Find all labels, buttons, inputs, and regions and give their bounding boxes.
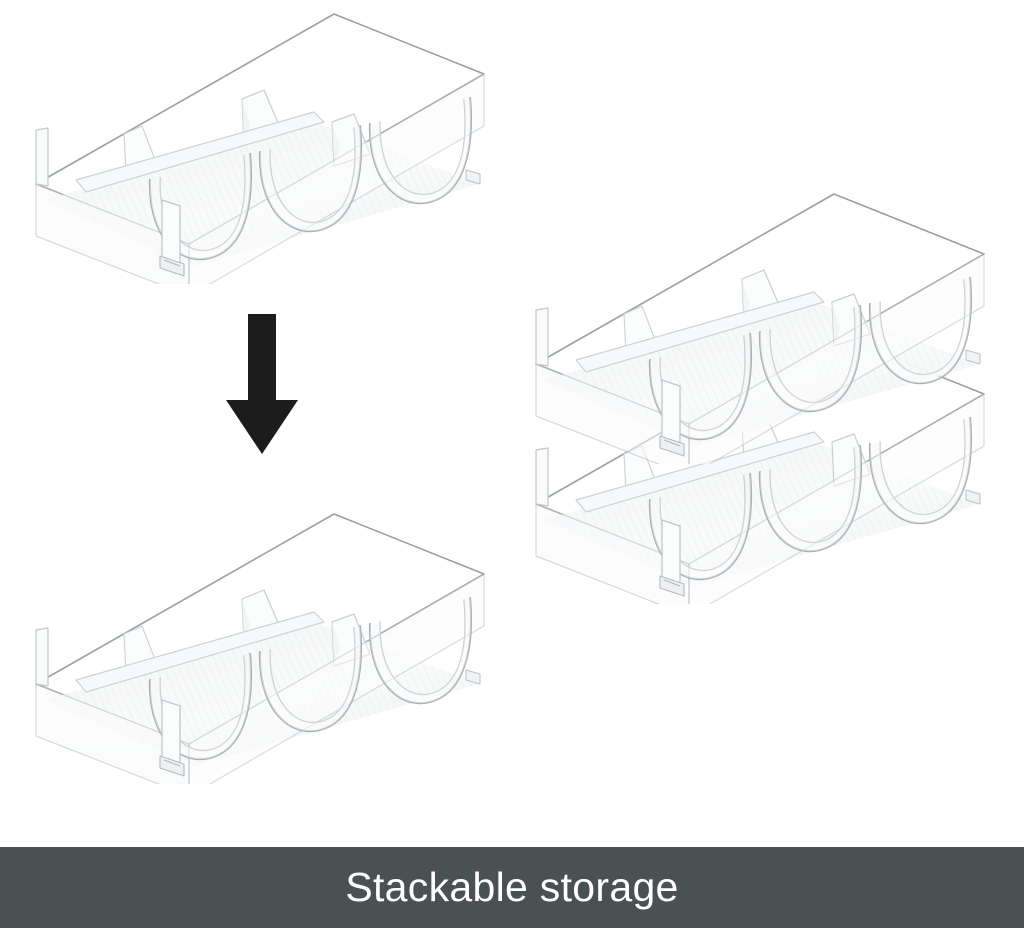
- rack-illustration: [535, 193, 985, 477]
- rack-center-rail: [75, 611, 325, 693]
- rack-center-rail: [575, 291, 825, 373]
- stack-direction-arrow: [222, 314, 302, 460]
- rack-left-post: [35, 127, 49, 187]
- rack-center-rail: [575, 431, 825, 513]
- rack-right-foot: [465, 169, 481, 185]
- product-rack-single-bottom: [14, 504, 514, 797]
- rack-center-rail: [75, 111, 325, 193]
- caption-label: Stackable storage: [345, 864, 679, 910]
- rack-illustration: [35, 513, 485, 797]
- rack-left-post: [535, 307, 549, 367]
- rack-front-leg: [159, 699, 185, 777]
- rack-right-foot: [465, 669, 481, 685]
- rack-right-foot: [965, 349, 981, 365]
- rack-left-post: [35, 627, 49, 687]
- product-rack-single-top: [14, 4, 514, 297]
- rack-front-leg: [659, 379, 685, 457]
- product-rack-stacked-upper: [514, 184, 1014, 477]
- rack-front-leg: [159, 199, 185, 277]
- rack-illustration: [35, 13, 485, 297]
- rack-front-leg: [659, 519, 685, 597]
- caption-banner: Stackable storage: [0, 847, 1024, 928]
- rack-right-foot: [965, 489, 981, 505]
- rack-left-post: [535, 447, 549, 507]
- arrow-icon: [226, 314, 298, 454]
